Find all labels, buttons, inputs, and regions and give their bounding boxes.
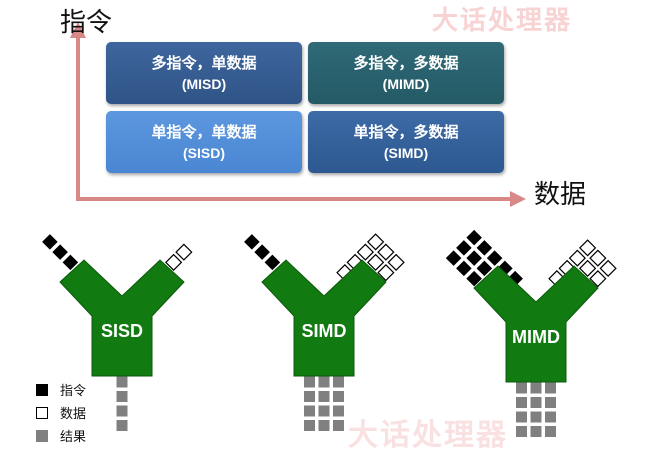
result-cell: [516, 382, 527, 394]
processor-label: SISD: [101, 321, 143, 341]
result-cell: [333, 391, 344, 402]
data-cell: [578, 239, 597, 257]
data-cell: [589, 249, 607, 267]
data-cell: [387, 253, 405, 272]
processor-sisd: SISD: [42, 234, 193, 431]
result-cell: [545, 426, 556, 437]
result-cell: [318, 420, 330, 431]
watermark-bottom: 大话处理器: [348, 418, 508, 453]
y-axis-label: 指令: [60, 8, 113, 38]
quadrant-sisd-title: 单指令，单数据: [151, 123, 257, 141]
legend-swatch-data: [36, 406, 48, 419]
result-cell: [116, 391, 128, 402]
result-cell: [530, 426, 542, 437]
quadrant-sisd-abbr: (SISD): [183, 145, 225, 161]
result-cell: [516, 426, 527, 437]
result-cell: [116, 420, 128, 431]
legend-label-data: 数据: [60, 407, 87, 422]
data-cell: [164, 253, 183, 272]
quadrant-simd-abbr: (SIMD): [383, 145, 429, 161]
result-cell: [516, 397, 527, 408]
legend-item-instruction: 指令: [36, 380, 86, 399]
quadrant-simd: 单指令，多数据 (SIMD): [308, 111, 504, 173]
result-cell: [545, 397, 556, 408]
legend-swatch-instruction: [36, 383, 48, 396]
result-cell: [304, 376, 315, 388]
quadrant-misd-abbr: (MISD): [181, 76, 227, 92]
quadrant-misd-title: 多指令，单数据: [151, 54, 257, 72]
axes: [70, 22, 526, 207]
result-cell: [530, 382, 542, 394]
result-cell: [516, 411, 527, 423]
result-cell: [545, 382, 556, 394]
x-axis-label: 数据: [534, 180, 587, 210]
x-axis-arrowhead: [510, 191, 526, 207]
result-cell: [333, 405, 344, 417]
result-cell: [304, 391, 315, 402]
quadrant-mimd-abbr: (MIMD): [382, 76, 430, 92]
data-cell: [366, 253, 385, 272]
result-cell: [333, 420, 344, 431]
result-cell: [304, 405, 315, 417]
result-cell: [530, 411, 542, 423]
data-cell: [377, 243, 395, 261]
y-axis-arrowhead: [70, 22, 86, 38]
quadrant-sisd: 单指令，单数据 (SISD): [106, 111, 302, 173]
quadrant-simd-title: 单指令，多数据: [353, 123, 459, 141]
result-cell: [318, 405, 330, 417]
legend-item-data: 数据: [36, 403, 86, 422]
processors-layer: SISD SIMD MIMD: [42, 229, 617, 437]
instruction-cell: [456, 260, 472, 277]
processor-label: SIMD: [302, 321, 347, 341]
result-cell: [116, 376, 128, 388]
data-cell: [377, 264, 395, 282]
watermark-top: 大话处理器: [432, 6, 573, 36]
result-cell: [333, 376, 344, 388]
result-cell: [545, 411, 556, 423]
data-cell: [599, 259, 617, 278]
result-cell: [304, 420, 315, 431]
instruction-cell: [466, 250, 482, 266]
data-cell: [175, 243, 193, 261]
processor-mimd: MIMD: [445, 229, 617, 437]
instruction-cell: [254, 244, 270, 260]
instruction-cell: [445, 250, 462, 266]
result-cell: [318, 376, 330, 388]
processor-label: MIMD: [512, 327, 560, 347]
quadrant-misd: 多指令，单数据 (MISD): [106, 42, 302, 104]
result-cell: [530, 397, 542, 408]
instruction-cell: [466, 229, 482, 246]
instruction-cell: [486, 250, 503, 266]
data-cell: [356, 243, 374, 261]
result-cell: [116, 405, 128, 417]
processor-body: [261, 259, 387, 377]
data-cell: [568, 249, 586, 267]
legend-swatch-result: [36, 429, 48, 442]
instruction-cell: [52, 244, 68, 260]
instruction-cell: [476, 240, 493, 256]
instruction-cell: [42, 234, 58, 250]
data-cell: [366, 233, 385, 251]
legend-item-result: 结果: [36, 426, 86, 445]
result-cell: [318, 391, 330, 402]
processor-body: [59, 259, 185, 377]
processor-simd: SIMD: [244, 233, 405, 431]
legend-label-instruction: 指令: [60, 384, 87, 399]
processor-body: [473, 265, 599, 383]
instruction-cell: [456, 240, 472, 256]
data-cell: [578, 259, 597, 278]
legend-label-result: 结果: [60, 430, 87, 445]
quadrant-mimd: 多指令，多数据 (MIMD): [308, 42, 504, 104]
instruction-cell: [244, 234, 260, 250]
quadrant-mimd-title: 多指令，多数据: [353, 54, 459, 72]
data-cell: [589, 270, 607, 288]
